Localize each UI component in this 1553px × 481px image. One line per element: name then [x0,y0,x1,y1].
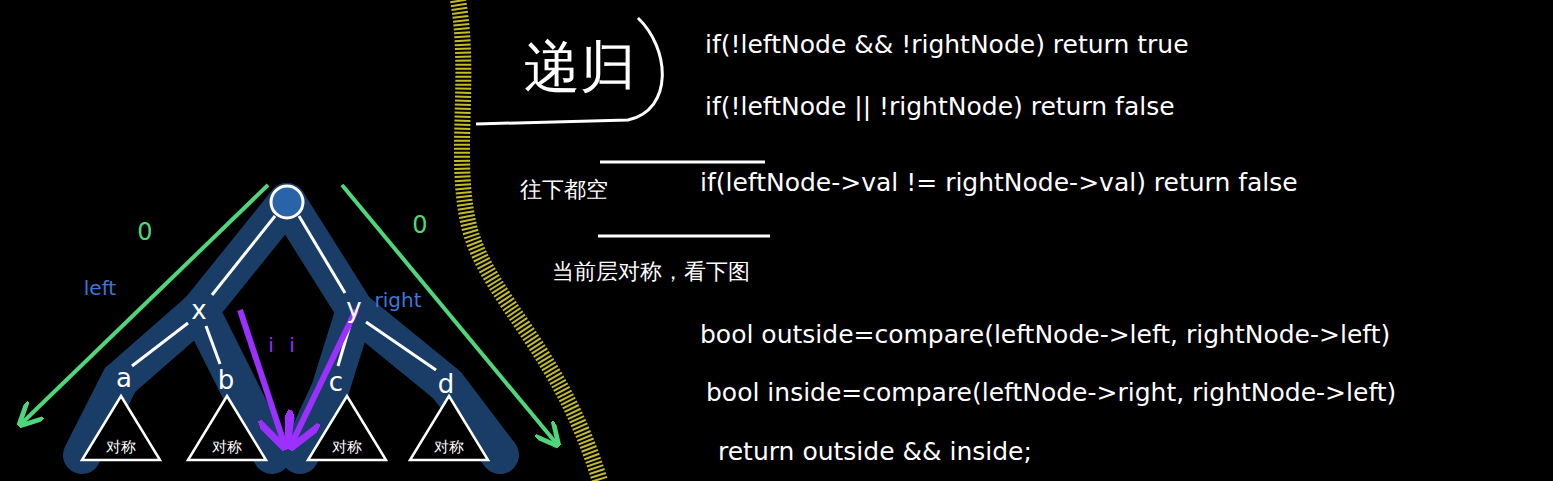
subtree-label: 对称 [212,439,242,456]
inner-arrow [240,310,284,443]
subtree-triangle: 对称 [186,394,268,462]
code-line: if(leftNode->val != rightNode->val) retu… [700,169,1298,197]
code-line: return outside && inside; [718,438,1032,466]
subtree-triangle: 对称 [408,394,490,462]
branch-mark: 0 [412,212,427,238]
tree-node-label: a [116,364,132,393]
outer-arrow [22,185,268,423]
title-text: 递归 [524,36,636,98]
title-box: 递归 [496,18,668,120]
triangle-outline [82,396,160,460]
separator [600,161,765,164]
subtree-triangle: 对称 [80,394,162,462]
subtree-triangle: 对称 [306,394,388,462]
root-node [271,186,303,218]
tree-node-label: c [329,368,343,397]
code-line: bool inside=compare(leftNode->right, rig… [706,379,1396,407]
separator [598,235,770,238]
code-line: if(!leftNode && !rightNode) return true [705,31,1189,59]
inner-mark: i [289,334,295,356]
triangle-outline [308,396,386,460]
tree-node-label: y [346,294,361,323]
inner-mark: i [268,334,274,356]
tree-node-label: x [191,296,206,325]
triangle-outline [410,396,488,460]
title-outline [476,18,662,124]
triangle-outline [188,396,266,460]
branch-mark: 0 [137,219,152,245]
note: 当前层对称，看下图 [552,260,750,284]
code-line: bool outside=compare(leftNode->left, rig… [700,321,1390,349]
side-label: left [84,277,116,299]
note: 往下都空 [520,178,608,202]
side-label: right [375,289,422,311]
subtree-label: 对称 [332,439,362,456]
tree-node-label: b [218,366,235,395]
tree-node-label: d [438,370,455,399]
subtree-label: 对称 [434,439,464,456]
tree-edge [132,216,436,370]
subtree-label: 对称 [106,439,136,456]
code-line: if(!leftNode || !rightNode) return false [705,93,1175,121]
